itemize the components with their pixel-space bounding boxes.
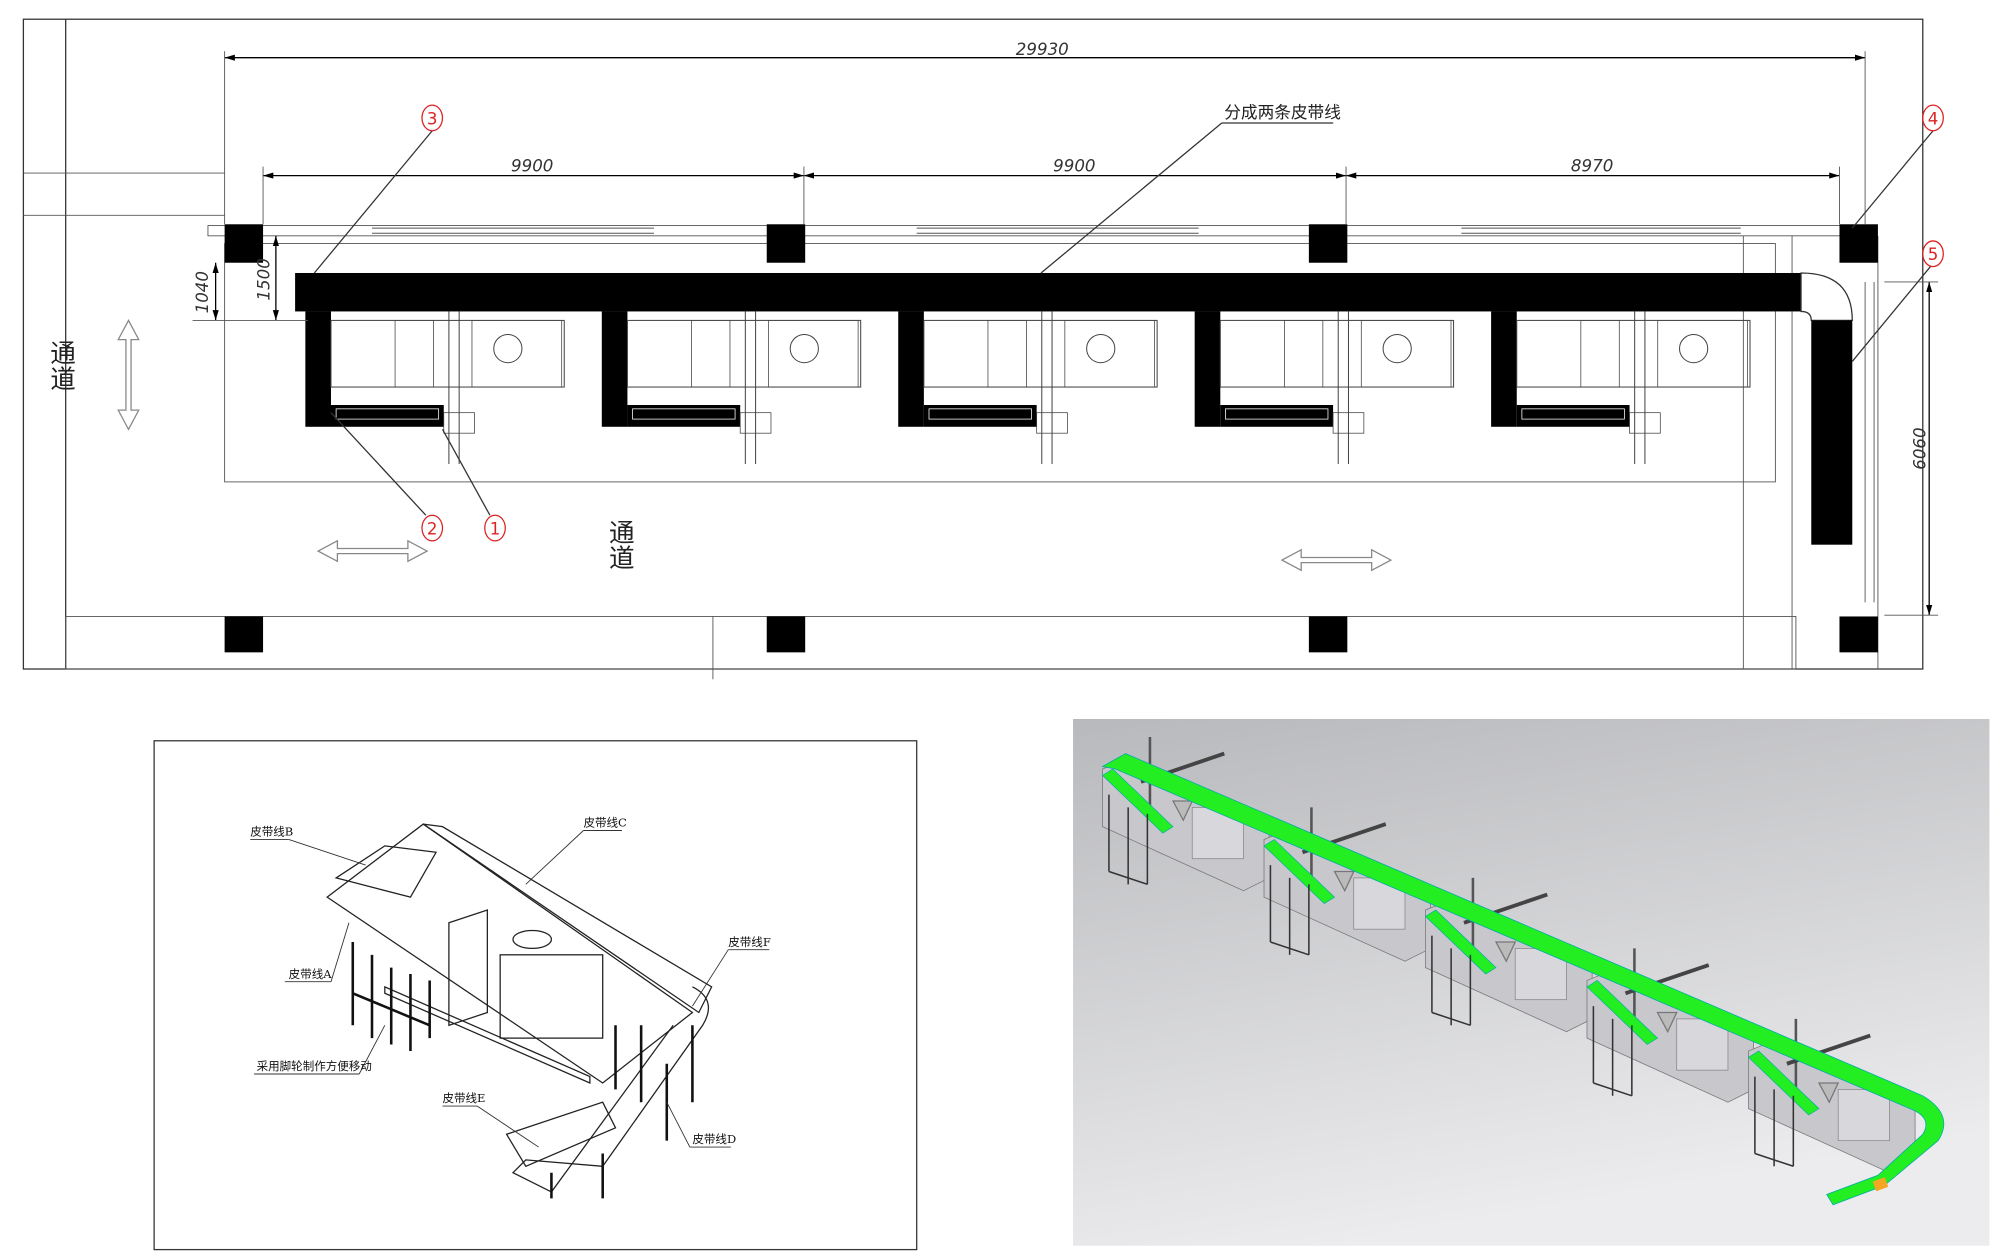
dim-v2: 1500 [254,258,273,300]
dim-seg3: 8970 [1571,157,1613,176]
callout-3: 3 [427,109,438,128]
building-columns [224,224,1878,653]
rendered-machine-3 [1424,877,1593,1033]
callout-1: 1 [490,519,501,538]
dim-seg1: 9900 [511,157,553,176]
label-belt-f: 皮带线F [728,935,771,949]
rendered-machine-2 [1263,807,1432,962]
3d-render-panel [1073,718,1990,1246]
callout-4: 4 [1928,109,1939,128]
machine-5 [1491,311,1751,464]
rendered-green-belt [1101,753,1945,1206]
dim-v1: 1040 [193,271,212,313]
rendered-machines [1102,736,1916,1174]
machine-3 [898,311,1158,464]
callout-markers: 3 4 5 2 1 [313,104,1944,542]
dim-total: 29930 [1016,40,1069,59]
label-belt-e: 皮带线E [442,1091,485,1105]
label-belt-d: 皮带线D [692,1132,736,1146]
rendered-machine-1 [1102,736,1270,892]
injection-machines [305,311,1751,464]
label-belt-b: 皮带线B [250,825,293,839]
aisle-label-left: 通道 [46,340,76,391]
isometric-drawing-panel: 皮带线B 皮带线C 皮带线A 皮带线F 采用脚轮制作方便移动 皮带线E 皮带线D [153,740,918,1251]
label-belt-a: 皮带线A [289,967,333,981]
dim-v3: 6060 [1910,427,1929,469]
aisle-label-center: 通道 [604,519,634,570]
aisle-arrows [117,319,1393,572]
rendered-machine-5 [1747,1018,1916,1174]
machine-2 [601,311,862,464]
dimension-lines [192,51,1939,616]
split-belt-note: 分成两条皮带线 [1224,103,1341,122]
label-belt-c: 皮带线C [583,816,627,830]
machine-4 [1194,311,1455,464]
dim-seg2: 9900 [1053,157,1095,176]
label-caster-note: 采用脚轮制作方便移动 [257,1059,372,1073]
machine-1 [305,311,565,464]
main-conveyor [295,272,1853,545]
floor-plan: 29930 9900 9900 8970 1040 1500 6060 分成两条… [22,18,1944,680]
callout-2: 2 [427,519,438,538]
callout-5: 5 [1928,245,1939,264]
